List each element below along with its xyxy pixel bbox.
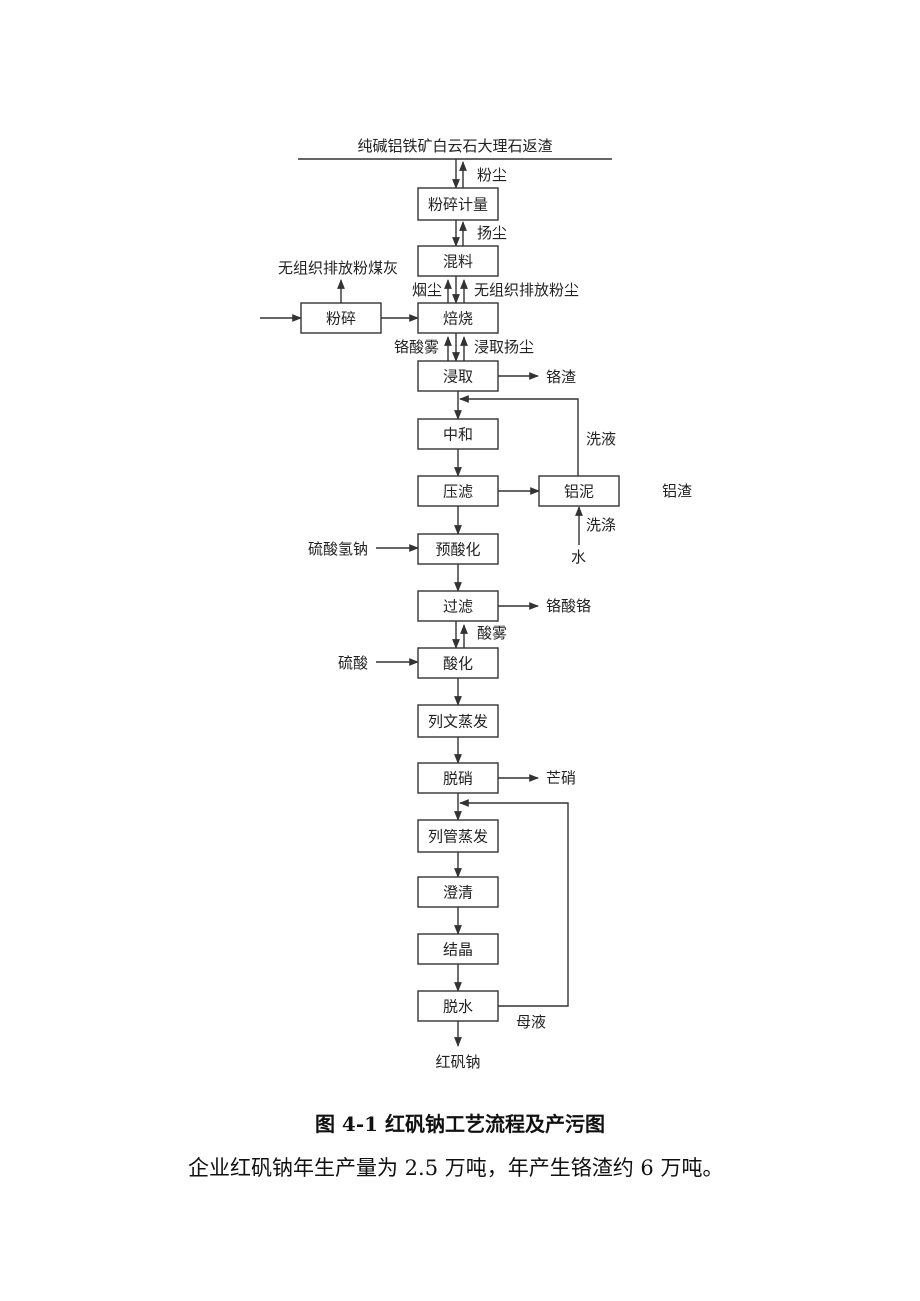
wash-liquid-label: 洗液 <box>586 430 616 448</box>
dewater-label: 脱水 <box>443 998 473 1016</box>
chrome-slag-label: 铬渣 <box>546 368 576 386</box>
mother-liquor-label: 母液 <box>516 1013 546 1031</box>
summary-text: 企业红矾钠年生产量为 2.5 万吨，年产生铬渣约 6 万吨。 <box>188 1156 724 1180</box>
clarify-label: 澄清 <box>443 884 473 902</box>
crush-measure-label: 粉碎计量 <box>428 196 488 214</box>
figure-caption: 图 4-1 红矾钠工艺流程及产污图 <box>314 1112 606 1136</box>
leach-dust-label: 浸取扬尘 <box>474 338 534 356</box>
smoke-dust-label: 烟尘 <box>412 281 442 299</box>
crush-measure-box <box>417 187 499 221</box>
crystallize-label: 结晶 <box>443 941 473 959</box>
denitrate-label: 脱硝 <box>443 770 473 788</box>
chromate-mist-label: 铬酸雾 <box>394 338 439 356</box>
dust-label: 粉尘 <box>477 166 507 184</box>
press-filter-label: 压滤 <box>443 483 473 501</box>
aluminum-mud-box <box>538 475 620 507</box>
product-label: 红矾钠 <box>435 1053 480 1071</box>
unorganized-coal-ash-label: 无组织排放粉煤灰 <box>278 259 398 277</box>
washing-label: 洗涤 <box>586 516 616 534</box>
roast-box <box>417 302 499 334</box>
leach-label: 浸取 <box>443 368 473 386</box>
mix-label: 混料 <box>443 253 473 271</box>
sodium-bisulfate-label: 硫酸氢钠 <box>308 540 368 558</box>
aluminum-slag-label: 铝渣 <box>662 482 692 500</box>
water-label: 水 <box>571 548 586 566</box>
chromium-chromate-label: 铬酸铬 <box>546 597 591 615</box>
wash-liquid-return-line <box>459 395 579 476</box>
sulfuric-acid-label: 硫酸 <box>338 654 368 672</box>
denitrate-box <box>417 762 499 794</box>
pre-acidify-box <box>417 533 499 565</box>
aluminum-mud-label: 铝泥 <box>564 483 594 501</box>
neutralize-box <box>417 418 499 450</box>
neutralize-label: 中和 <box>443 426 473 444</box>
evaporate-2-label: 列管蒸发 <box>428 828 488 846</box>
process-flow-diagram: 纯碱铝铁矿白云石大理石返渣 粉尘 粉碎计量 扬尘 混料 烟尘 无组织排放粉尘 粉… <box>260 137 692 1071</box>
mirabilite-label: 芒硝 <box>546 769 576 787</box>
filter-label: 过滤 <box>443 598 473 616</box>
mother-liquor-return-line <box>459 799 569 1007</box>
mix-box <box>417 245 499 277</box>
acidify-label: 酸化 <box>443 655 473 673</box>
raised-dust-label: 扬尘 <box>477 224 507 242</box>
pre-acidify-label: 预酸化 <box>435 541 480 559</box>
raw-materials-label: 纯碱铝铁矿白云石大理石返渣 <box>357 137 552 155</box>
unorganized-dust-label: 无组织排放粉尘 <box>474 281 579 299</box>
roast-label: 焙烧 <box>443 310 473 328</box>
crush-side-label: 粉碎 <box>326 310 356 328</box>
evaporate-1-box <box>417 704 499 738</box>
acid-mist-label: 酸雾 <box>477 624 507 642</box>
evaporate-1-label: 列文蒸发 <box>428 713 488 731</box>
evaporate-2-box <box>417 819 499 853</box>
